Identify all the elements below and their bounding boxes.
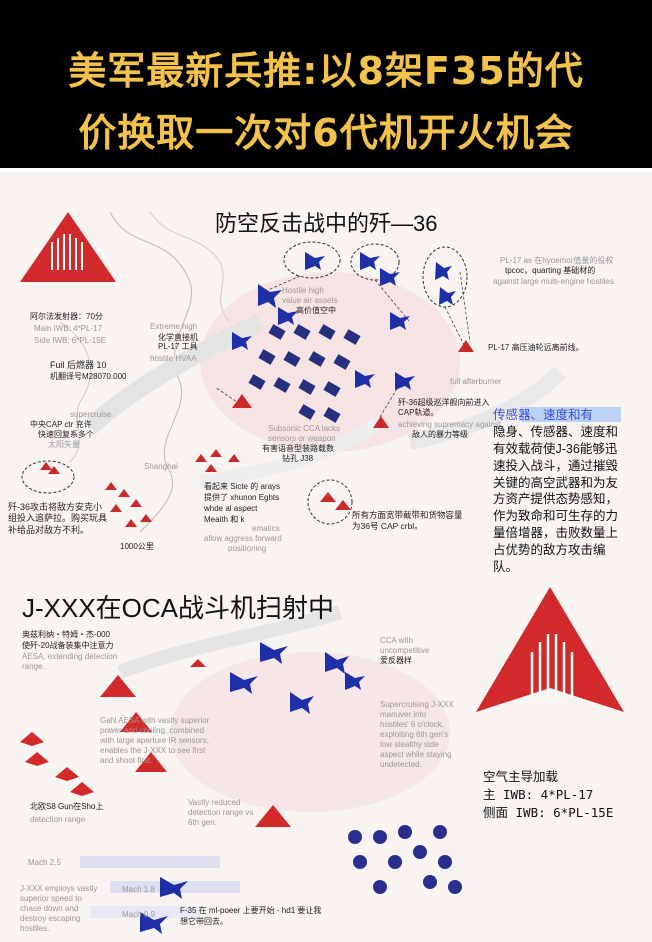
- pl17-box-label: PL-17 工具: [158, 342, 198, 351]
- full-afterburner-label: full afterburner: [450, 377, 502, 386]
- headline-line-1: 美军最新兵推:以8架F35的代: [68, 49, 584, 93]
- blue-jets-top: [232, 252, 456, 390]
- spec-side-iwb: 侧面 IWB: 6*PL-15E: [483, 805, 614, 820]
- header-banner: 美军最新兵推:以8架F35的代 价换取一次对6代机开火机会: [0, 0, 652, 168]
- side-iwb-label: Side IWB: 6*PL-15E: [34, 336, 107, 345]
- gan-label-4: enables the J-XXX to see first: [100, 746, 206, 755]
- distance-label: 1000公里: [120, 542, 154, 551]
- cca-label-1: CCA with: [380, 636, 413, 645]
- intro-cn-label-2: 使歼-20战备装集中注意力: [22, 641, 114, 650]
- jxxx-label-5: hostiles.: [20, 924, 50, 933]
- range-label: range.: [22, 662, 45, 671]
- cca-label-2: uncompetitive: [380, 646, 430, 655]
- allow-label-1: ematics: [252, 524, 280, 533]
- extreme-high-label: Extreme high: [150, 322, 198, 331]
- value-air-cn-label: 高价值空中: [296, 306, 336, 315]
- value-air-label: value air assets: [282, 296, 338, 305]
- blue-flowers-formation: [348, 825, 462, 894]
- allow-label-3: positioning: [228, 544, 267, 553]
- shanghai-label: Shanghai: [144, 462, 178, 471]
- subsonic-label-2: sensors or weapon: [268, 434, 336, 443]
- supercruising-3: hostiles' 6 o'clock,: [380, 720, 444, 729]
- cca-cn-label: 爱反器样: [380, 656, 412, 665]
- supercruise-label: supercruise: [70, 410, 112, 419]
- beidou-label: 北欧S8 Gun在Sho上: [30, 802, 104, 811]
- jxxx-label-2: superior speed to: [20, 894, 82, 903]
- takeoff-label-1: 看起来 Sicte 的 arays: [204, 482, 281, 491]
- drilling-label: 钻孔 J38: [282, 454, 314, 463]
- f35-label-1: F-35 在 ml-poeer 上要开始 - hd1 要让我: [180, 906, 322, 915]
- diagram-graphics: [20, 211, 624, 934]
- main-iwb-label: Main IWB: 4*PL-17: [34, 324, 103, 333]
- blue-jets-bottom: [140, 642, 365, 934]
- gan-label-3: with large aperture IR sensors,: [100, 736, 209, 745]
- spec-main-iwb: 主 IWB: 4*PL-17: [483, 787, 594, 802]
- takeoff-label-2: 提供了 xhunon Eghts: [204, 493, 280, 502]
- f35-label-2: 想它带回去。: [180, 917, 228, 926]
- takeoff-label-4: Meaith 和 k: [204, 515, 245, 524]
- red-jets-top: [40, 340, 474, 527]
- supercruising-1: Supercruising J-XXX: [380, 700, 454, 709]
- red-jets-bottom: [20, 659, 291, 827]
- ring-top-3: against large multi-engine hostiles: [493, 277, 614, 286]
- top-description: 传感器、速度和有隐身、传感器、速度和有效载荷使J-36能够迅速投入战斗，通过摧毁…: [493, 407, 623, 576]
- mach-0-9-label: Mach 0.9: [122, 910, 155, 919]
- hostile-high-label: Hostile high: [282, 286, 324, 295]
- fuel-sub-label: 机翻译号M28070.000: [50, 372, 127, 381]
- top-diagram-title: 防空反击战中的歼—36: [215, 211, 438, 236]
- fuel-label: Fuil 后燃器 10: [50, 360, 107, 370]
- central-cap-label-2: 快速回复系多个: [38, 430, 94, 439]
- description-highlight: 传感器、速度和有: [493, 408, 594, 422]
- headline-line-2: 价换取一次对6代机开火机会: [78, 111, 574, 155]
- supercruising-2: manuver into: [380, 710, 427, 719]
- description-body: 隐身、传感器、速度和有效载荷使J-36能够迅速投入战斗，通过摧毁关键的高空武器和…: [493, 424, 619, 574]
- central-cap-label: 中央CAP ctr 充许: [30, 420, 92, 429]
- subsonic-label-3: 有害语音型装路载数: [262, 444, 334, 453]
- spec-title: 空气主导加载: [483, 769, 559, 784]
- bottom-diagram-title: J-XXX在OCA战斗机扫射中: [22, 593, 335, 623]
- vastly-label-2: detection range vs: [188, 808, 254, 817]
- plane-label: 阿尔法发射器：70分: [30, 312, 103, 321]
- red-delta-large-icon: [476, 587, 624, 712]
- mach-2-5-label: Mach 2.5: [28, 858, 61, 867]
- supercruising-6: aspect while staying: [380, 750, 452, 759]
- mach-1-8-label: Mach 1.8: [122, 885, 155, 894]
- supercruising-4: exploiting 6th gen's: [380, 730, 449, 739]
- intro-cn-label: 奥兹利纳・特姆・杰-000: [22, 630, 111, 639]
- blue-formation: [248, 324, 361, 423]
- allow-label-2: allow aggress forward: [204, 534, 282, 543]
- detection-label: detection range: [30, 815, 86, 824]
- red-delta-icon: [20, 212, 116, 282]
- supercruising-5: low stealthy side: [380, 740, 439, 749]
- highlight-mark: [521, 407, 621, 422]
- jxxx-label-4: destroy escaping: [20, 914, 81, 923]
- subsonic-label-1: Subsonic CCA lacks: [268, 424, 341, 433]
- j36-attack-label: 歼-36攻击将敌方安克小组投入追萨拉。购买玩具补给品对敌方不利。: [8, 502, 108, 535]
- jxxx-label-1: J-XXX employs vastly: [20, 884, 98, 893]
- enemy-force-label: 敌人的暴力等级: [412, 430, 468, 439]
- j36-supercruise-label: 歼-36超级巡洋舰向前进入CAP轨道。: [398, 398, 490, 417]
- achieving-label: achieving supremacy against: [398, 420, 502, 429]
- vastly-label-1: Vastly reduced: [188, 798, 241, 807]
- ring-top-1: PL-17 as 在hyoemor值量的役权: [500, 256, 614, 265]
- jxxx-label-3: chase down and: [20, 904, 79, 913]
- ring-top-2: tpcoc，quarting 基础材的: [505, 266, 596, 275]
- supercruising-7: undetected.: [380, 760, 422, 769]
- gan-label-2: power and cooling, combined: [100, 726, 205, 735]
- takeoff-label-3: whde al aspect: [204, 504, 258, 513]
- hostile-hvaa-label: hostile HVAA: [150, 354, 197, 363]
- gan-label-1: GaN AESA with vastly superior: [100, 716, 210, 725]
- pl17-enemy-label: PL-17 高压油轮远离前线。: [488, 343, 584, 352]
- pl17-cn-label: 化学直接机: [158, 333, 198, 342]
- gan-label-5: and shoot first.: [100, 756, 153, 765]
- vastly-label-3: 6th gen.: [188, 818, 217, 827]
- sun-vector-label: 太阳矢量: [48, 440, 80, 449]
- aesa-label: AESA, extending detection: [22, 652, 118, 661]
- all-directions-label: 所有方面宽带截带和货物容量为36号 CAP crbl。: [352, 510, 463, 531]
